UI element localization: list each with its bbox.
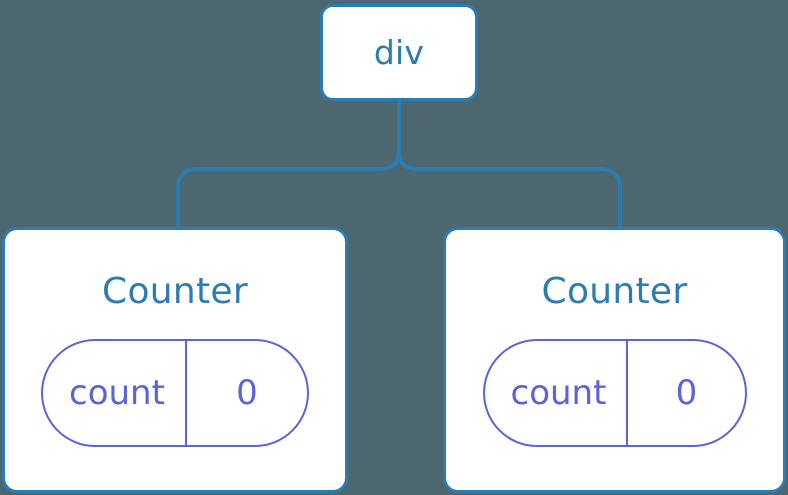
state-pill-counter-2: count 0 <box>482 339 747 447</box>
state-key-counter-1: count <box>43 341 187 445</box>
node-counter-1-label: Counter <box>102 271 248 312</box>
node-counter-2-label: Counter <box>541 271 688 312</box>
node-counter-1[interactable]: Counter count 0 <box>2 227 348 493</box>
node-div[interactable]: div <box>320 4 478 101</box>
state-key-counter-2: count <box>485 341 629 445</box>
connector-branch-right <box>397 149 622 227</box>
connector-branch-left <box>176 149 401 227</box>
node-div-label: div <box>373 33 425 72</box>
state-pill-counter-1: count 0 <box>41 339 309 447</box>
state-value-counter-1: 0 <box>236 373 258 413</box>
state-value-counter-2: 0 <box>675 373 698 413</box>
node-counter-2[interactable]: Counter count 0 <box>443 227 786 493</box>
